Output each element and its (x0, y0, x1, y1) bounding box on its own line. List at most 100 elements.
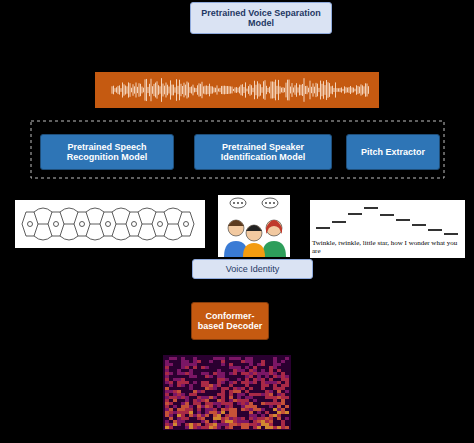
spectrogram-cell (285, 384, 289, 387)
waveform-stroke (292, 83, 293, 97)
spectrogram-cell (169, 423, 173, 426)
waveform-stroke (196, 88, 197, 92)
spectrogram-cell (181, 393, 185, 396)
spectrogram-cell (245, 390, 249, 393)
waveform-stroke (298, 87, 299, 92)
waveform-stroke (329, 83, 330, 97)
spectrogram-cell (253, 423, 257, 426)
waveform-stroke (346, 87, 347, 93)
spectrogram-cell (201, 417, 205, 420)
spectrogram-cell (241, 402, 245, 405)
spectrogram-cell (213, 402, 217, 405)
spectrogram-cell (261, 408, 265, 411)
spectrogram-cell (265, 423, 269, 426)
spectrogram-cell (185, 381, 189, 384)
spectrogram-cell (285, 381, 289, 384)
spectrogram-cell (269, 402, 273, 405)
waveform-stroke (200, 84, 201, 96)
spectrogram-cell (213, 411, 217, 414)
spectrogram-cell (169, 426, 173, 429)
spectrogram-cell (177, 390, 181, 393)
waveform-stroke (139, 83, 140, 97)
spectrogram-cell (249, 360, 253, 363)
spectrogram-cell (277, 375, 281, 378)
spectrogram-cell (241, 381, 245, 384)
spectrogram-cell (229, 405, 233, 408)
lattice-arc (60, 208, 78, 212)
waveform-stroke (154, 84, 155, 96)
spectrogram-cell (233, 408, 237, 411)
spectrogram-cell (233, 420, 237, 423)
feature-band: Voice Identity (192, 259, 313, 279)
spectrogram-cell (217, 417, 221, 420)
spectrogram-cell (261, 378, 265, 381)
waveform-stroke (191, 86, 192, 93)
spectrogram-cell (245, 405, 249, 408)
spectrogram-cell (185, 402, 189, 405)
spectrogram-cell (165, 375, 169, 378)
waveform-stroke (206, 85, 207, 94)
waveform-stroke (164, 86, 165, 95)
spectrogram-cell (193, 423, 197, 426)
waveform-stroke (301, 85, 302, 95)
pitch-contour (316, 208, 458, 234)
spectrogram-cell (185, 372, 189, 375)
spectrogram-cell (277, 369, 281, 372)
spectrogram-cell (177, 384, 181, 387)
waveform-stroke (281, 88, 282, 93)
spectrogram-cell (165, 372, 169, 375)
waveform-stroke (295, 85, 296, 95)
waveform-stroke (131, 88, 132, 92)
spectrogram-cell (197, 414, 201, 417)
spectrogram-cell (253, 369, 257, 372)
spectrogram-cell (277, 381, 281, 384)
spectrogram-cell (245, 396, 249, 399)
spectrogram-cell (253, 372, 257, 375)
waveform-stroke (253, 88, 254, 92)
spectrogram-cell (221, 357, 225, 360)
spectrogram-cell (229, 357, 233, 360)
waveform-stroke (266, 86, 267, 94)
waveform-stroke (224, 86, 225, 95)
spectrogram-cell (181, 402, 185, 405)
spectrogram-cell (273, 366, 277, 369)
spectrogram-cell (249, 414, 253, 417)
spectrogram-cell (261, 369, 265, 372)
spectrogram-cell (241, 408, 245, 411)
waveform-stroke (247, 89, 248, 92)
spectrogram-cell (265, 381, 269, 384)
spectrogram-cell (281, 420, 285, 423)
lattice-node (158, 222, 163, 227)
waveform-stroke (187, 82, 188, 99)
spectrogram-cell (197, 399, 201, 402)
spectrogram-cell (269, 390, 273, 393)
spectrogram-cell (169, 390, 173, 393)
spectrogram-cell (225, 420, 229, 423)
spectrogram-cell (221, 396, 225, 399)
lattice-node (54, 222, 59, 227)
spectrogram-cell (237, 357, 241, 360)
waveform-stroke (167, 85, 168, 96)
spectrogram-cell (265, 411, 269, 414)
spectrogram-cell (189, 375, 193, 378)
spectrogram-cell (241, 360, 245, 363)
waveform-stroke (148, 87, 149, 93)
lattice-arc (164, 208, 182, 212)
spectrogram-cell (189, 387, 193, 390)
spectrogram-cell (185, 399, 189, 402)
spectrogram-cell (205, 411, 209, 414)
spectrogram-cell (249, 369, 253, 372)
spectrogram-cell (277, 396, 281, 399)
spectrogram-cell (233, 372, 237, 375)
spectrogram-cell (241, 387, 245, 390)
waveform-stroke (260, 84, 261, 95)
spectrogram-cell (241, 426, 245, 429)
spectrogram-cell (193, 363, 197, 366)
spectrogram-cell (233, 411, 237, 414)
waveform-stroke (265, 80, 266, 100)
spectrogram-cell (221, 381, 225, 384)
spectrogram-cell (281, 360, 285, 363)
spectrogram-cell (205, 384, 209, 387)
spectrogram-cell (261, 381, 265, 384)
spectrogram-cell (281, 372, 285, 375)
